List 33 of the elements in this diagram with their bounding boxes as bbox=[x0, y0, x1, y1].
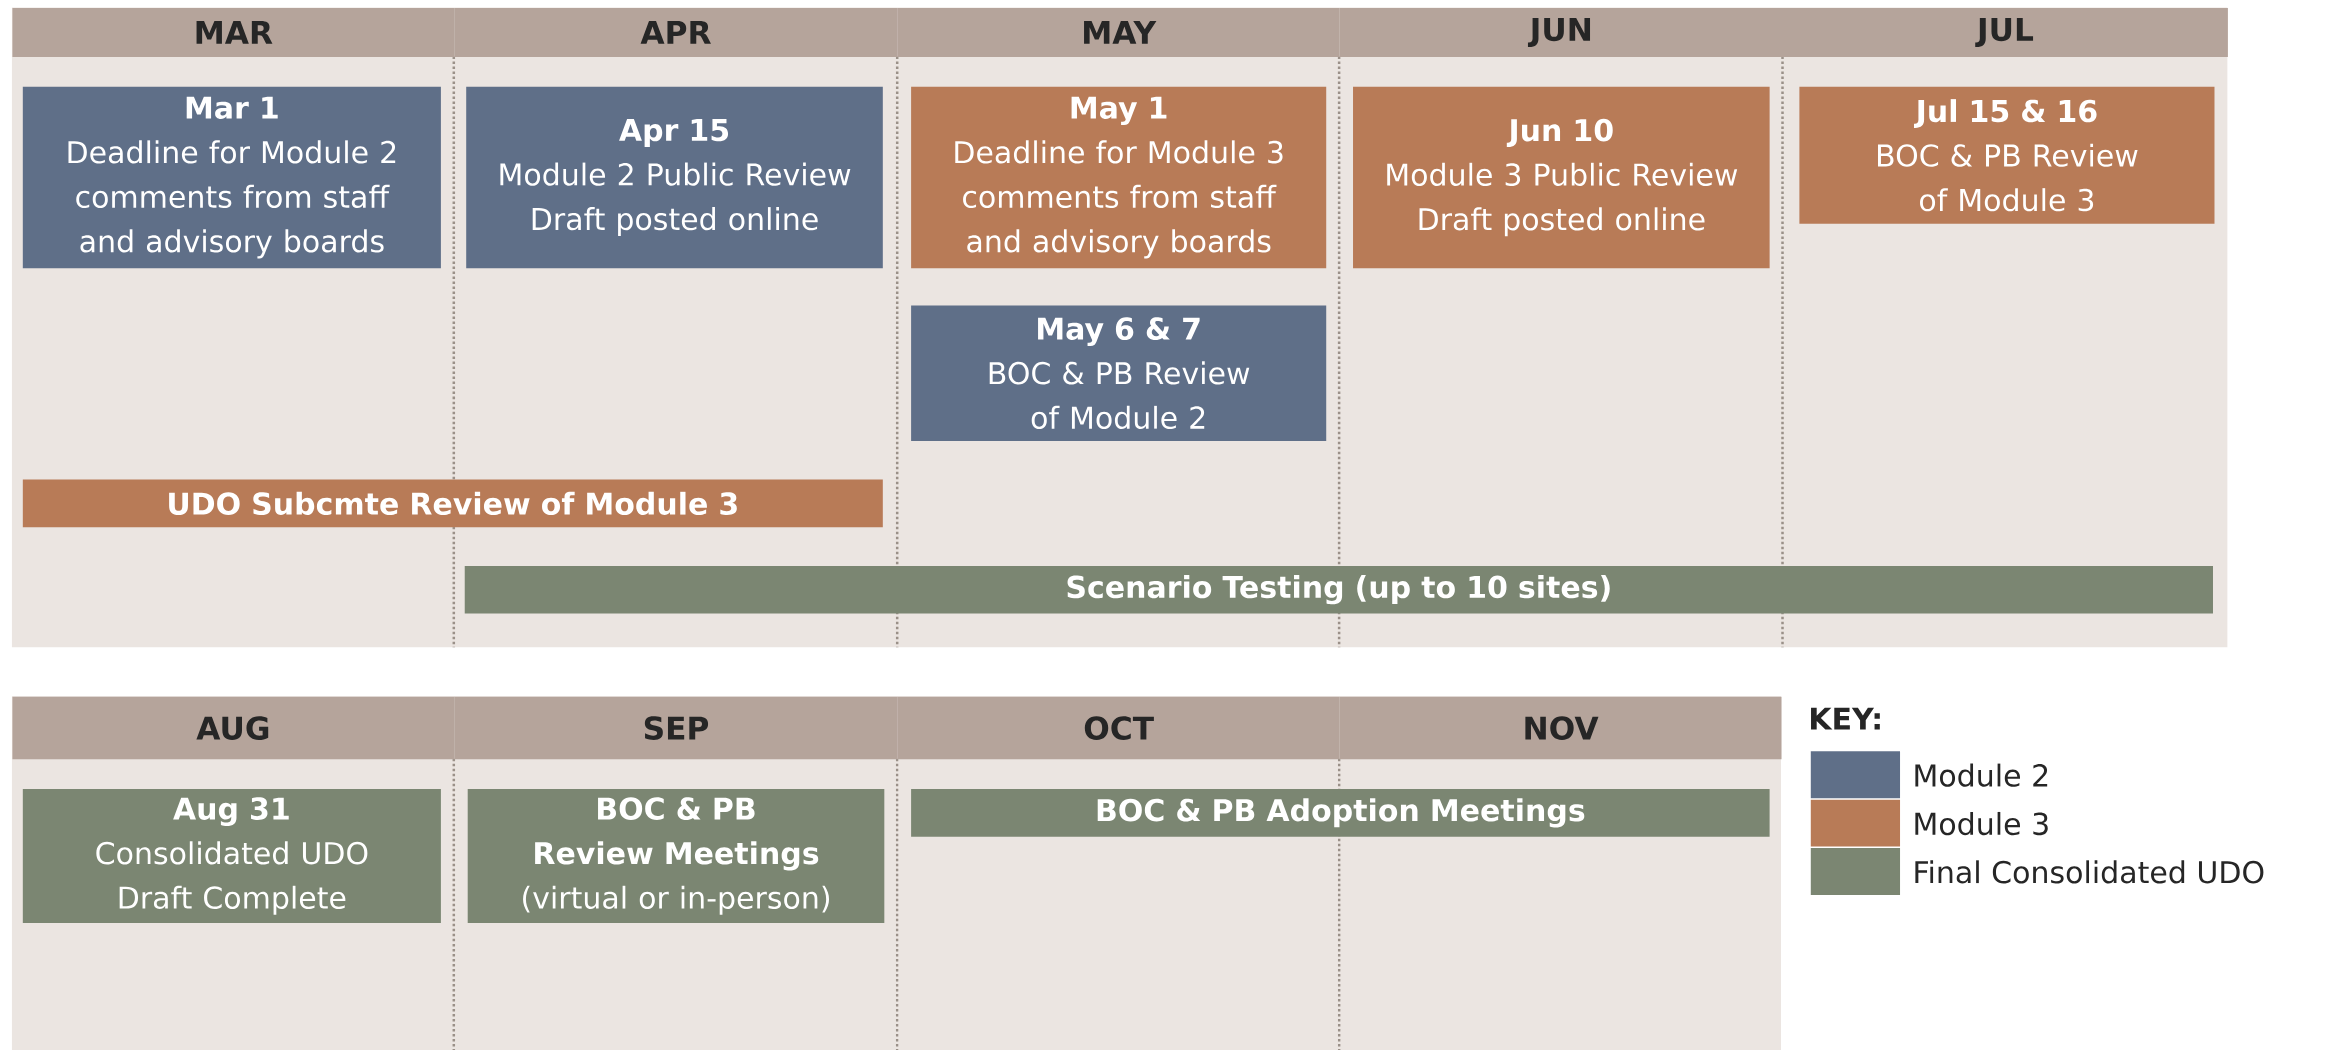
node-label: MAR bbox=[196, 20, 273, 44]
month-header: APR bbox=[454, 7, 898, 57]
month-header: NOV bbox=[1339, 696, 1782, 760]
event-box: Apr 15 Module 2 Public Review Draft posted online bbox=[466, 86, 883, 269]
node-label: APR bbox=[640, 20, 711, 44]
node-label: MAY bbox=[1084, 20, 1157, 44]
event-box: Aug 31 Consolidated UDO Draft Complete bbox=[22, 788, 441, 923]
event-box: BOC & PB Review Meetings (virtual or in-person) bbox=[467, 788, 885, 923]
event-box: May 6 & 7 BOC & PB Review of Module 2 bbox=[911, 305, 1327, 441]
month-header: AUG bbox=[12, 696, 455, 760]
event-box: Scenario Testing (up to 10 sites) bbox=[464, 565, 2213, 614]
node-label: JUL bbox=[1975, 17, 2034, 47]
node-label: OCT bbox=[1084, 716, 1154, 740]
month-header: MAR bbox=[12, 7, 455, 57]
month-header: JUL bbox=[1783, 7, 2228, 57]
event-box: Mar 1 Deadline for Module 2 comments from staff and advisory boards bbox=[22, 86, 441, 269]
node-label: AUG bbox=[196, 716, 269, 740]
node-label: JUN bbox=[1527, 17, 1591, 47]
month-header: SEP bbox=[454, 696, 898, 760]
event-box: Jul 15 & 16 BOC & PB Review of Module 3 bbox=[1799, 86, 2215, 224]
event-box: UDO Subcmte Review of Module 3 bbox=[22, 479, 883, 527]
event-box: BOC & PB Adoption Meetings bbox=[911, 788, 1770, 837]
month-header: MAY bbox=[897, 7, 1340, 57]
month-header: OCT bbox=[897, 696, 1340, 760]
node-label: SEP bbox=[644, 716, 709, 740]
legend-label: Module 3 bbox=[1915, 811, 2048, 835]
month-header: JUN bbox=[1339, 7, 1783, 57]
event-box: May 1 Deadline for Module 3 comments from staff and advisory boards bbox=[911, 86, 1327, 269]
legend-label: Module 2 bbox=[1915, 763, 2048, 787]
key-heading: KEY: bbox=[1811, 707, 1880, 730]
legend-label: Final Consolidated UDO bbox=[1915, 860, 2264, 884]
node-label: NOV bbox=[1525, 716, 1599, 740]
event-box: Jun 10 Module 3 Public Review Draft posted online bbox=[1353, 86, 1770, 269]
